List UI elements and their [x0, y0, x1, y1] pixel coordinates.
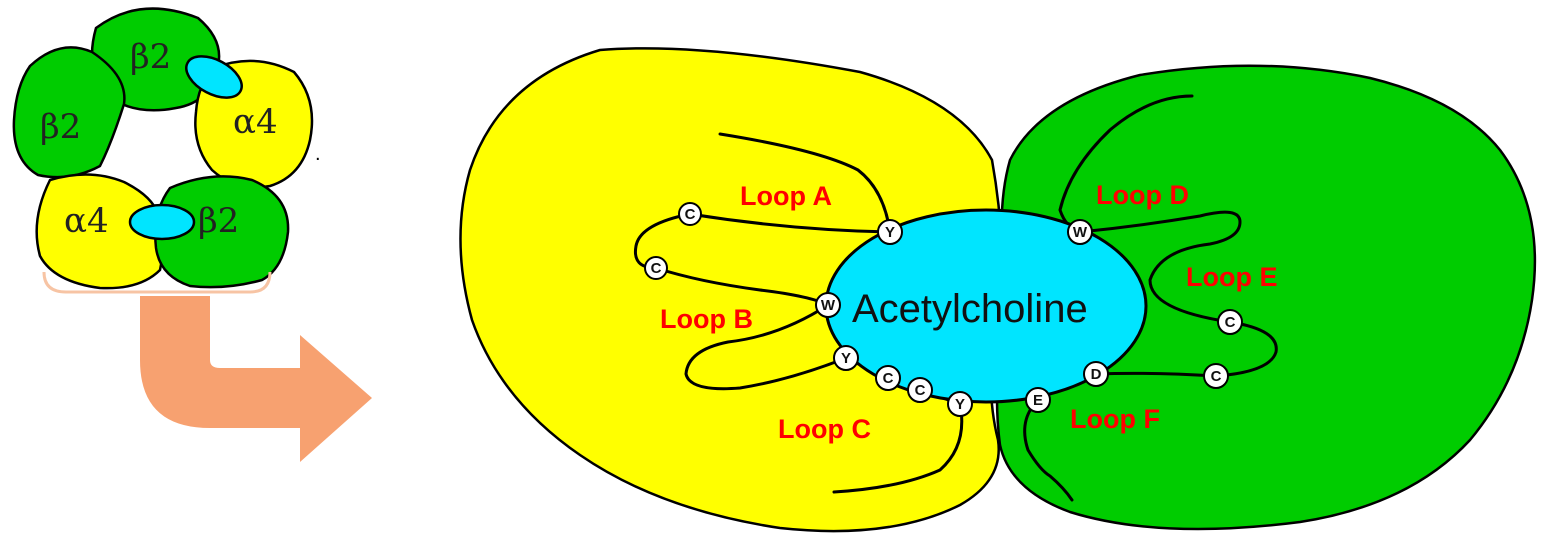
loop-label: Loop D [1096, 180, 1189, 210]
svg-text:W: W [1073, 224, 1088, 241]
chain-loop-b [654, 266, 830, 307]
chain-loop-f-tail [1023, 398, 1074, 502]
loop-label: Loop B [660, 304, 753, 334]
binding-site-oval [185, 55, 243, 99]
loop-label: Loop E [1186, 262, 1277, 292]
svg-text:C: C [883, 370, 894, 387]
loop-label: Loop F [1070, 404, 1160, 434]
binding-pocket-detail: Acetylcholine C C Y W Y C C Y W C C D E … [459, 47, 1537, 533]
residue-marker: W [815, 292, 841, 318]
subunit-alpha4-bottom [35, 173, 164, 290]
residue-marker: C [644, 256, 668, 280]
chain-loop-b-lower [684, 303, 848, 391]
chain-loop-a [718, 132, 892, 234]
svg-text:C: C [915, 382, 926, 399]
binding-site-oval [128, 203, 196, 241]
chain-loop-d-right [1078, 210, 1242, 324]
residue-marker: C [875, 365, 901, 391]
residue-marker: C [678, 202, 702, 226]
chain-loop-b-left [633, 212, 692, 270]
loop-label: Loop A [740, 181, 832, 211]
svg-text:C: C [651, 260, 662, 277]
residue-marker: W [1067, 219, 1093, 245]
loop-label: Loop C [778, 414, 871, 444]
selection-bracket [42, 271, 272, 294]
residue-marker: C [1217, 309, 1243, 335]
svg-text:Y: Y [841, 350, 851, 367]
chain-loop-a-inner [688, 212, 892, 234]
subunit-label: α4 [233, 102, 278, 142]
svg-text:D: D [1091, 366, 1102, 383]
residue-marker: Y [947, 391, 973, 417]
residue-marker: C [1203, 363, 1229, 389]
residue-marker: Y [833, 345, 859, 371]
residue-marker: C [907, 377, 933, 403]
subunit-label: α4 [64, 201, 109, 241]
acetylcholine-label: Acetylcholine [852, 287, 1088, 331]
subunit-label: β2 [198, 201, 239, 241]
svg-text:E: E [1033, 392, 1043, 409]
svg-text:Y: Y [955, 396, 965, 413]
chain-loop-c-tail [832, 402, 964, 494]
svg-text:C: C [685, 206, 696, 223]
receptor-pentamer: β2 β2 α4 α4 β2 . [12, 7, 321, 290]
zoom-arrow [140, 296, 372, 462]
subunit-beta2-bottom [154, 175, 290, 289]
svg-text:C: C [1211, 368, 1222, 385]
chain-loop-e [1214, 320, 1278, 378]
residue-marker: Y [877, 219, 903, 245]
svg-text:C: C [1225, 314, 1236, 331]
alpha-subunit-shape [459, 47, 1004, 533]
residue-marker: D [1083, 361, 1109, 387]
subunit-label: β2 [40, 107, 81, 147]
svg-text:Y: Y [885, 224, 895, 241]
subunit-beta2-left [12, 46, 126, 179]
svg-text:W: W [821, 297, 836, 314]
subunit-label: β2 [130, 37, 171, 77]
residue-marker: E [1025, 387, 1051, 413]
dot-mark: . [315, 143, 321, 165]
